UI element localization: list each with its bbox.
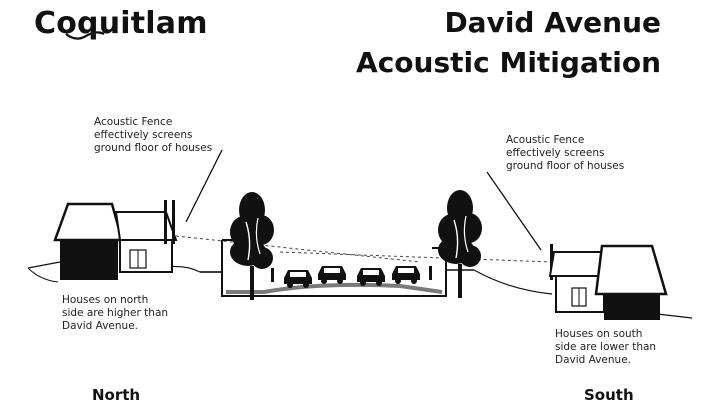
- logo-swoosh-icon: [65, 31, 105, 40]
- car-2: [318, 266, 346, 284]
- road-trench: [200, 239, 474, 297]
- label-north: North: [92, 386, 141, 404]
- car-1: [284, 270, 312, 288]
- annotation-north-houses: Houses on north side are higher than Dav…: [62, 294, 169, 332]
- car-4: [392, 266, 420, 284]
- annotation-fence-left: Acoustic Fence effectively screens groun…: [94, 116, 213, 154]
- annotation-south-houses: Houses on south side are lower than Davi…: [555, 328, 657, 366]
- title-line-1: David Avenue: [444, 6, 661, 39]
- label-south: South: [584, 386, 634, 404]
- sight-line-left: [175, 235, 421, 263]
- annotation-fence-right: Acoustic Fence effectively screens groun…: [506, 134, 625, 172]
- north-house-illustration: [53, 200, 178, 280]
- leader-line-left: [185, 149, 223, 223]
- sight-line-right: [279, 251, 553, 263]
- south-house-illustration: [548, 244, 668, 320]
- leader-line-right: [486, 171, 542, 251]
- tree-right: [437, 189, 483, 299]
- title-line-2: Acoustic Mitigation: [356, 46, 661, 79]
- coquitlam-logo: Coquitlam: [34, 6, 208, 41]
